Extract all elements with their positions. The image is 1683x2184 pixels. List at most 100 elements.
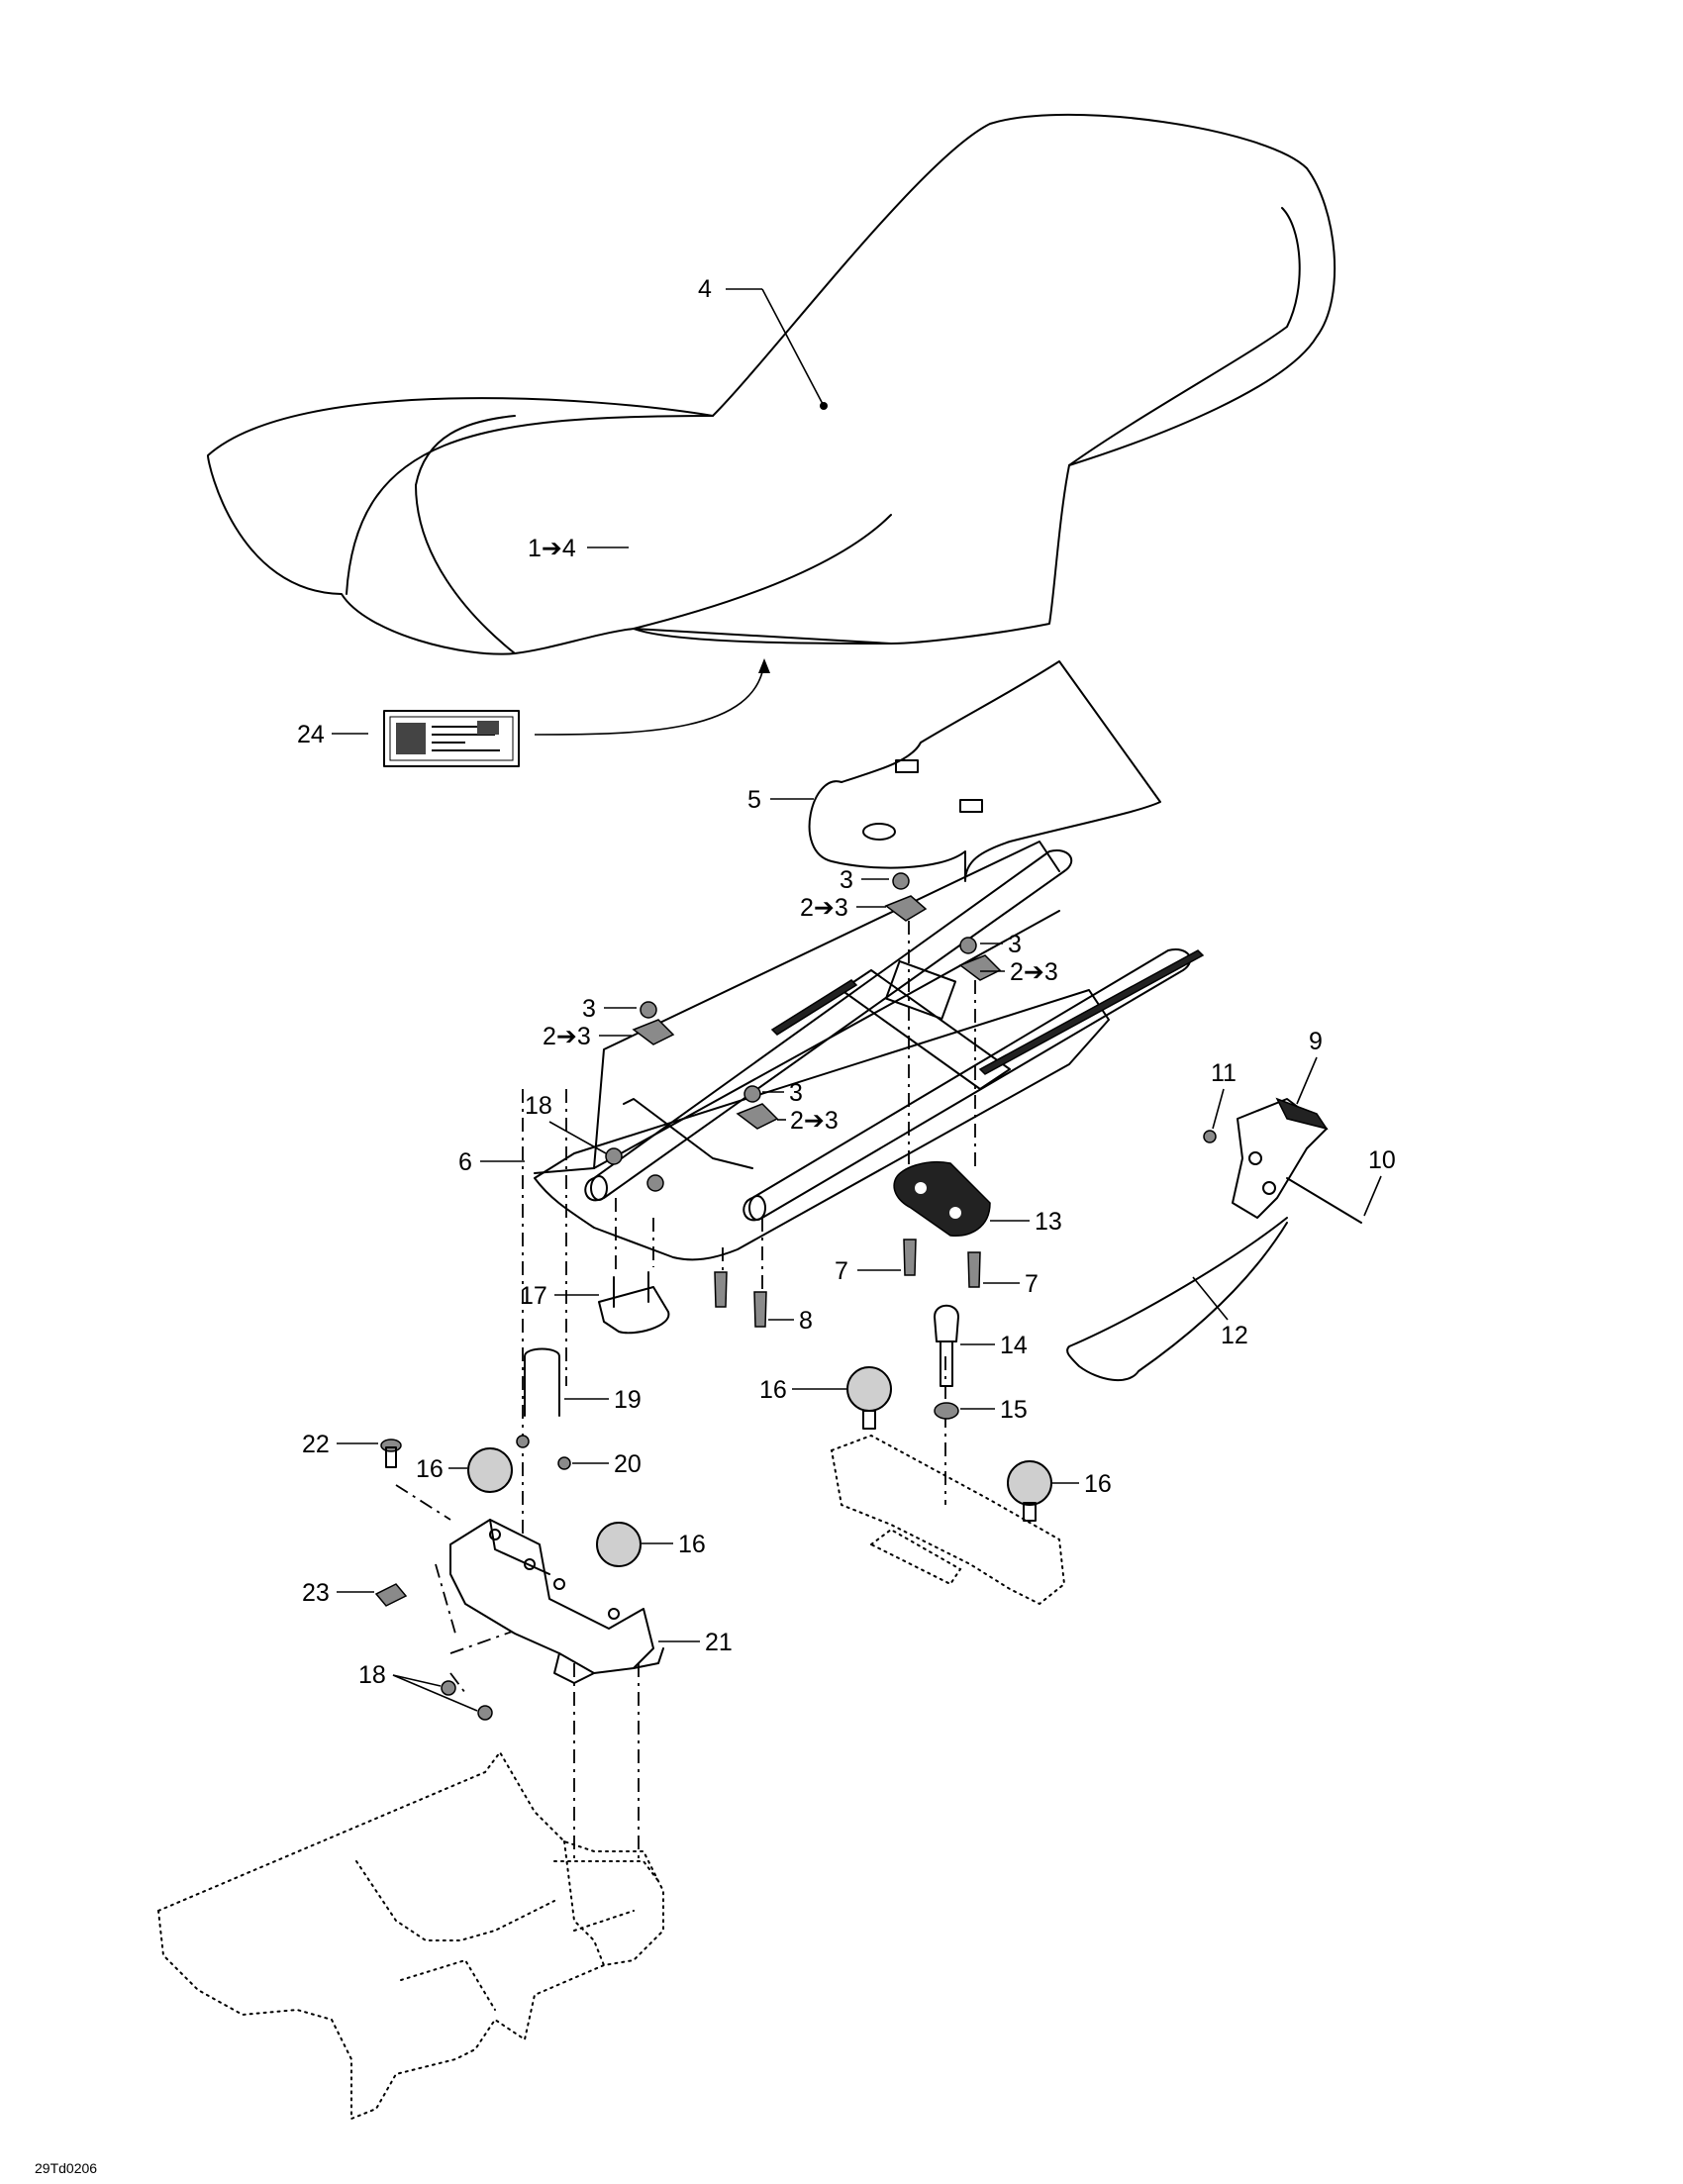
svg-text:9: 9 [1309, 1028, 1323, 1055]
chassis-frame [156, 1750, 664, 2121]
nut-part-20 [557, 1456, 571, 1470]
callout-23: 23 [302, 1579, 374, 1607]
svg-text:10: 10 [1368, 1146, 1396, 1174]
callout-20: 20 [572, 1450, 642, 1478]
callout-7-a: 7 [835, 1257, 901, 1285]
svg-text:3: 3 [1008, 931, 1022, 958]
svg-text:2➔3: 2➔3 [800, 894, 848, 922]
svg-text:6: 6 [458, 1148, 472, 1176]
bumper-part-16-a [846, 1366, 892, 1430]
u-bolt-part-19 [524, 1347, 560, 1417]
svg-text:24: 24 [297, 721, 325, 748]
callout-2-3-b: 2➔3 [980, 958, 1058, 986]
callout-3-b: 3 [980, 931, 1022, 958]
svg-text:1➔4: 1➔4 [528, 535, 576, 562]
callout-3-c: 3 [582, 995, 637, 1023]
seat-liner-part [808, 660, 1161, 882]
washer-part-11 [1203, 1130, 1217, 1143]
callout-22: 22 [302, 1431, 378, 1458]
latch-part-9 [1232, 1097, 1329, 1219]
screws-part-7 [903, 1239, 981, 1288]
drawing-code: 29Td0206 [35, 2160, 97, 2176]
callout-14: 14 [960, 1332, 1028, 1359]
svg-text:11: 11 [1211, 1059, 1237, 1087]
callout-3-a: 3 [840, 866, 889, 894]
svg-text:16: 16 [678, 1531, 706, 1558]
svg-text:7: 7 [1025, 1270, 1039, 1298]
bracket-part-17 [598, 1271, 670, 1335]
screws-part-8 [714, 1271, 767, 1328]
callout-2-3-a: 2➔3 [800, 894, 886, 922]
label-decal-part [383, 710, 520, 767]
svg-text:3: 3 [840, 866, 853, 894]
svg-text:13: 13 [1035, 1208, 1062, 1236]
bolt-part-22 [380, 1439, 402, 1468]
callout-19: 19 [564, 1386, 642, 1414]
svg-text:8: 8 [799, 1307, 813, 1335]
svg-text:2➔3: 2➔3 [543, 1023, 591, 1050]
svg-text:5: 5 [747, 786, 761, 814]
svg-text:23: 23 [302, 1579, 330, 1607]
pin-part-10 [1286, 1177, 1362, 1224]
callout-1-4: 1➔4 [528, 535, 629, 562]
svg-text:2➔3: 2➔3 [1010, 958, 1058, 986]
nut-part-23 [374, 1583, 408, 1607]
rear-support-part [830, 1434, 1066, 1606]
fasteners-group [605, 872, 1002, 1192]
svg-text:20: 20 [614, 1450, 642, 1478]
striker-part-14 [934, 1304, 959, 1387]
callout-8: 8 [768, 1307, 813, 1335]
svg-text:17: 17 [520, 1282, 547, 1310]
svg-text:14: 14 [1000, 1332, 1028, 1359]
callout-21: 21 [658, 1629, 733, 1656]
svg-text:22: 22 [302, 1431, 330, 1458]
callout-16-a: 16 [759, 1376, 846, 1404]
svg-text:3: 3 [789, 1079, 803, 1107]
callout-7-b: 7 [983, 1270, 1039, 1298]
nut-part-18-a [441, 1680, 456, 1696]
svg-text:18: 18 [525, 1092, 552, 1120]
callout-6: 6 [458, 1148, 525, 1176]
svg-text:12: 12 [1221, 1322, 1248, 1349]
callout-16-c: 16 [416, 1455, 467, 1483]
bumper-part-16-c [467, 1447, 513, 1493]
nut-part-20b [516, 1435, 530, 1448]
svg-text:16: 16 [759, 1376, 787, 1404]
callout-5: 5 [747, 786, 814, 814]
callout-2-3-d: 2➔3 [777, 1107, 839, 1135]
svg-text:3: 3 [582, 995, 596, 1023]
bumper-part-16-b [1007, 1460, 1052, 1522]
callout-18-b: 18 [358, 1661, 478, 1712]
callout-13: 13 [990, 1208, 1062, 1236]
callout-3-d: 3 [762, 1079, 803, 1107]
callout-12: 12 [1192, 1276, 1248, 1349]
svg-text:18: 18 [358, 1661, 386, 1689]
callout-9: 9 [1296, 1028, 1323, 1105]
assembly-lines [395, 921, 976, 1861]
callout-16-b: 16 [1051, 1470, 1112, 1498]
svg-text:16: 16 [416, 1455, 444, 1483]
svg-text:2➔3: 2➔3 [790, 1107, 839, 1135]
svg-text:16: 16 [1084, 1470, 1112, 1498]
callout-17: 17 [520, 1282, 599, 1310]
svg-text:4: 4 [698, 275, 712, 303]
svg-text:19: 19 [614, 1386, 642, 1414]
callout-16-d: 16 [642, 1531, 706, 1558]
svg-text:7: 7 [835, 1257, 848, 1285]
cable-part-12 [1066, 1217, 1288, 1382]
bumper-part-16-d [596, 1522, 642, 1567]
washer-part-15 [934, 1402, 959, 1420]
callout-24: 24 [297, 721, 368, 748]
callout-18-a: 18 [525, 1092, 607, 1154]
nut-part-18-b [477, 1705, 493, 1721]
svg-text:15: 15 [1000, 1396, 1028, 1424]
callout-15: 15 [960, 1396, 1028, 1424]
callout-4: 4 [698, 275, 825, 407]
callout-11: 11 [1211, 1059, 1237, 1130]
latch-plate-part [893, 1161, 991, 1237]
callout-2-3-c: 2➔3 [543, 1023, 632, 1050]
svg-text:21: 21 [705, 1629, 733, 1656]
seat-frame-part [534, 841, 1205, 1261]
seat-part [207, 113, 1336, 655]
